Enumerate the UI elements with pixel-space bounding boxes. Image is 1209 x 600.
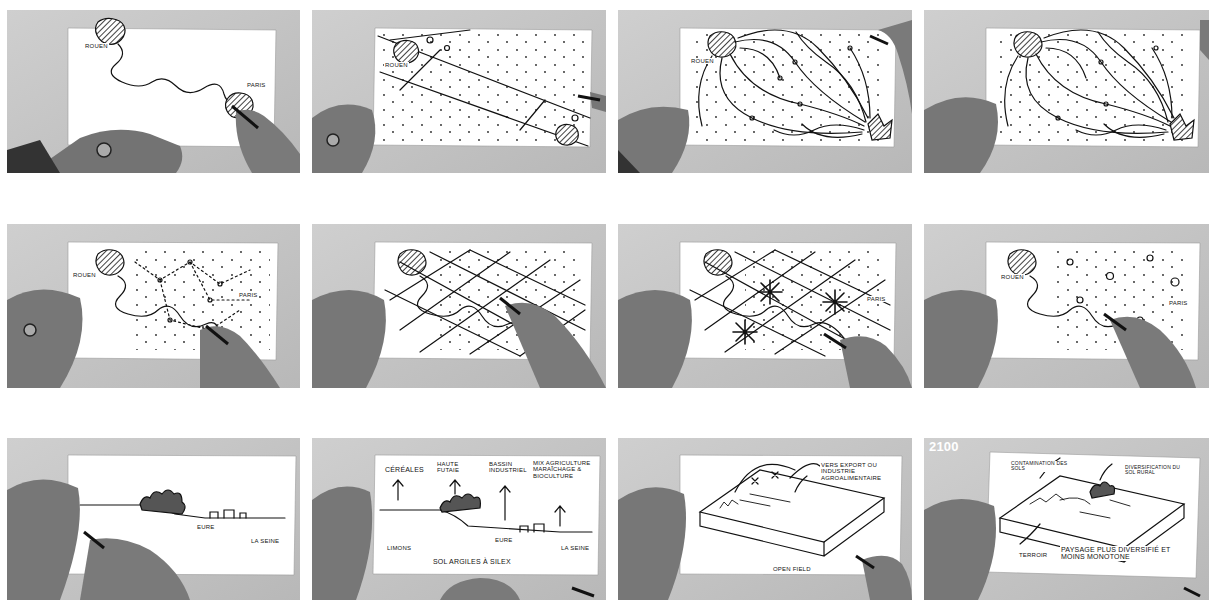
sketch-label: PARIS [238,292,259,298]
sketch-label: ROUEN [1000,274,1025,280]
sketch-label: CÉRÉALES [384,466,425,473]
sketch-label: SOL ARGILES À SILEX [432,558,512,565]
sketch-label: LIMONS [386,545,412,551]
sketch-label: OPEN FIELD [772,566,812,572]
sketch-label: ROUEN [84,43,109,49]
sketch-label: ROUEN [690,58,715,64]
sketch-label: LA SEINE [250,538,280,544]
year-caption: 2100 [928,440,960,454]
sketch-label: PAYSAGE PLUS DIVERSIFIÉ ET MOINS MONOTON… [1060,546,1172,561]
sketch-label: ROUEN [72,272,97,278]
sketch-label: EURE [494,537,513,543]
sketch-label: EURE [196,524,215,530]
sketch-label: BASSIN INDUSTRIEL [488,461,530,474]
sketch-label: PARIS [246,82,267,88]
sketch-label: PARIS [1168,300,1189,306]
sketch-label: CONTAMINATION DES SOLS [1010,461,1082,472]
sketch-label: PARIS [866,296,887,302]
sketch-label: HAUTE FUTAIE [436,461,476,474]
sketch-label: DIVERSIFICATION DU SOL RURAL [1124,465,1188,476]
sketch-label: ROUEN [384,62,409,68]
sketch-label: MIX AGRICULTURE MARAÎCHAGE & BIOCULTURE [532,460,596,479]
sketch-label: TERROIR [1018,552,1048,558]
sketch-label: VERS EXPORT OU INDUSTRIE AGROALIMENTAIRE [820,462,886,481]
sketch-label: LA SEINE [560,545,590,551]
